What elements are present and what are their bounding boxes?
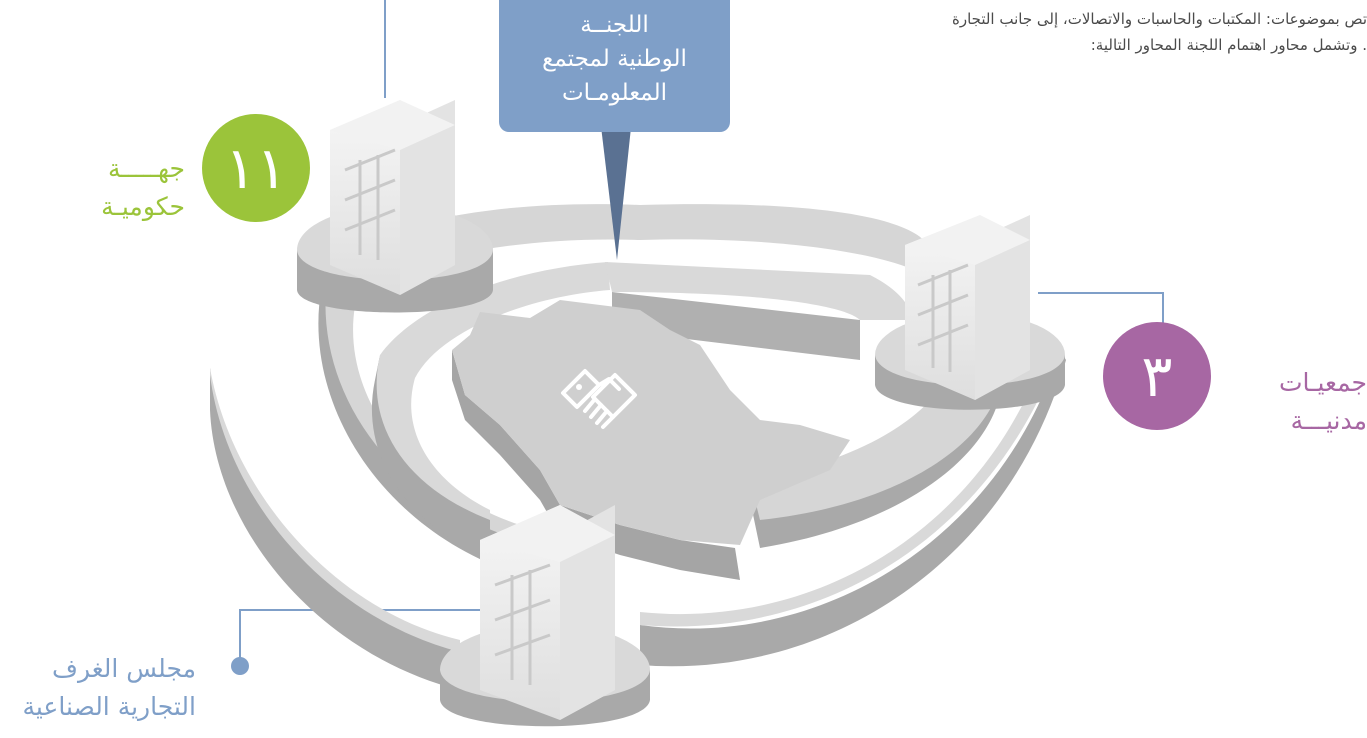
outer-arc-right-top: [640, 345, 1060, 627]
civil-count-badge: ٣: [1103, 322, 1211, 430]
civil-label: جمعيـات مدنيـــة: [1227, 364, 1367, 440]
chambers-bullet: [231, 657, 249, 675]
civil-label-line-1: جمعيـات: [1279, 368, 1367, 397]
building-top-left: [297, 100, 493, 313]
government-label-line-2: حكوميـة: [101, 192, 185, 221]
outer-arc-right: [640, 350, 1066, 667]
inner-ring-top-right: [605, 262, 912, 320]
inner-ring-wall-left: [371, 355, 490, 560]
government-label: جهـــــة حكوميـة: [101, 150, 185, 226]
outer-arc-left: [210, 368, 460, 690]
leader-line-chambers: [239, 609, 490, 663]
callout-pointer: [600, 118, 632, 260]
inner-ring-front-wall: [612, 292, 860, 360]
handshake-icon: [561, 369, 637, 429]
committee-callout: اللجنــة الوطنية لمجتمع المعلومـات: [499, 0, 730, 132]
callout-line-2: الوطنية لمجتمع: [542, 46, 687, 72]
leader-lines: [239, 0, 1164, 663]
map-top: [452, 300, 850, 545]
chambers-label: مجلس الغرف التجارية الصناعية: [22, 650, 196, 726]
building-right: [875, 215, 1065, 410]
government-count-badge: ١١: [202, 114, 310, 222]
building-bottom: [440, 505, 650, 727]
callout-line-3: المعلومـات: [561, 80, 667, 106]
intro-line-1: تص بموضوعات: المكتبات والحاسبات والاتصال…: [951, 10, 1367, 28]
inner-ring: [371, 262, 912, 560]
intro-line-2: . وتشمل محاور اهتمام اللجنة المحاور التا…: [1090, 36, 1367, 54]
leader-line-civil: [1038, 292, 1164, 330]
chambers-label-line-2: التجارية الصناعية: [22, 692, 196, 721]
intro-text: تص بموضوعات: المكتبات والحاسبات والاتصال…: [607, 6, 1367, 58]
middle-ring-top-right: [640, 204, 940, 290]
inner-ring-top: [376, 262, 610, 520]
outer-ring: [210, 345, 1066, 690]
chambers-label-line-1: مجلس الغرف: [52, 654, 196, 683]
government-label-line-1: جهـــــة: [107, 154, 185, 183]
callout-line-1: اللجنــة: [580, 12, 649, 38]
civil-label-line-2: مدنيـــة: [1290, 406, 1367, 435]
